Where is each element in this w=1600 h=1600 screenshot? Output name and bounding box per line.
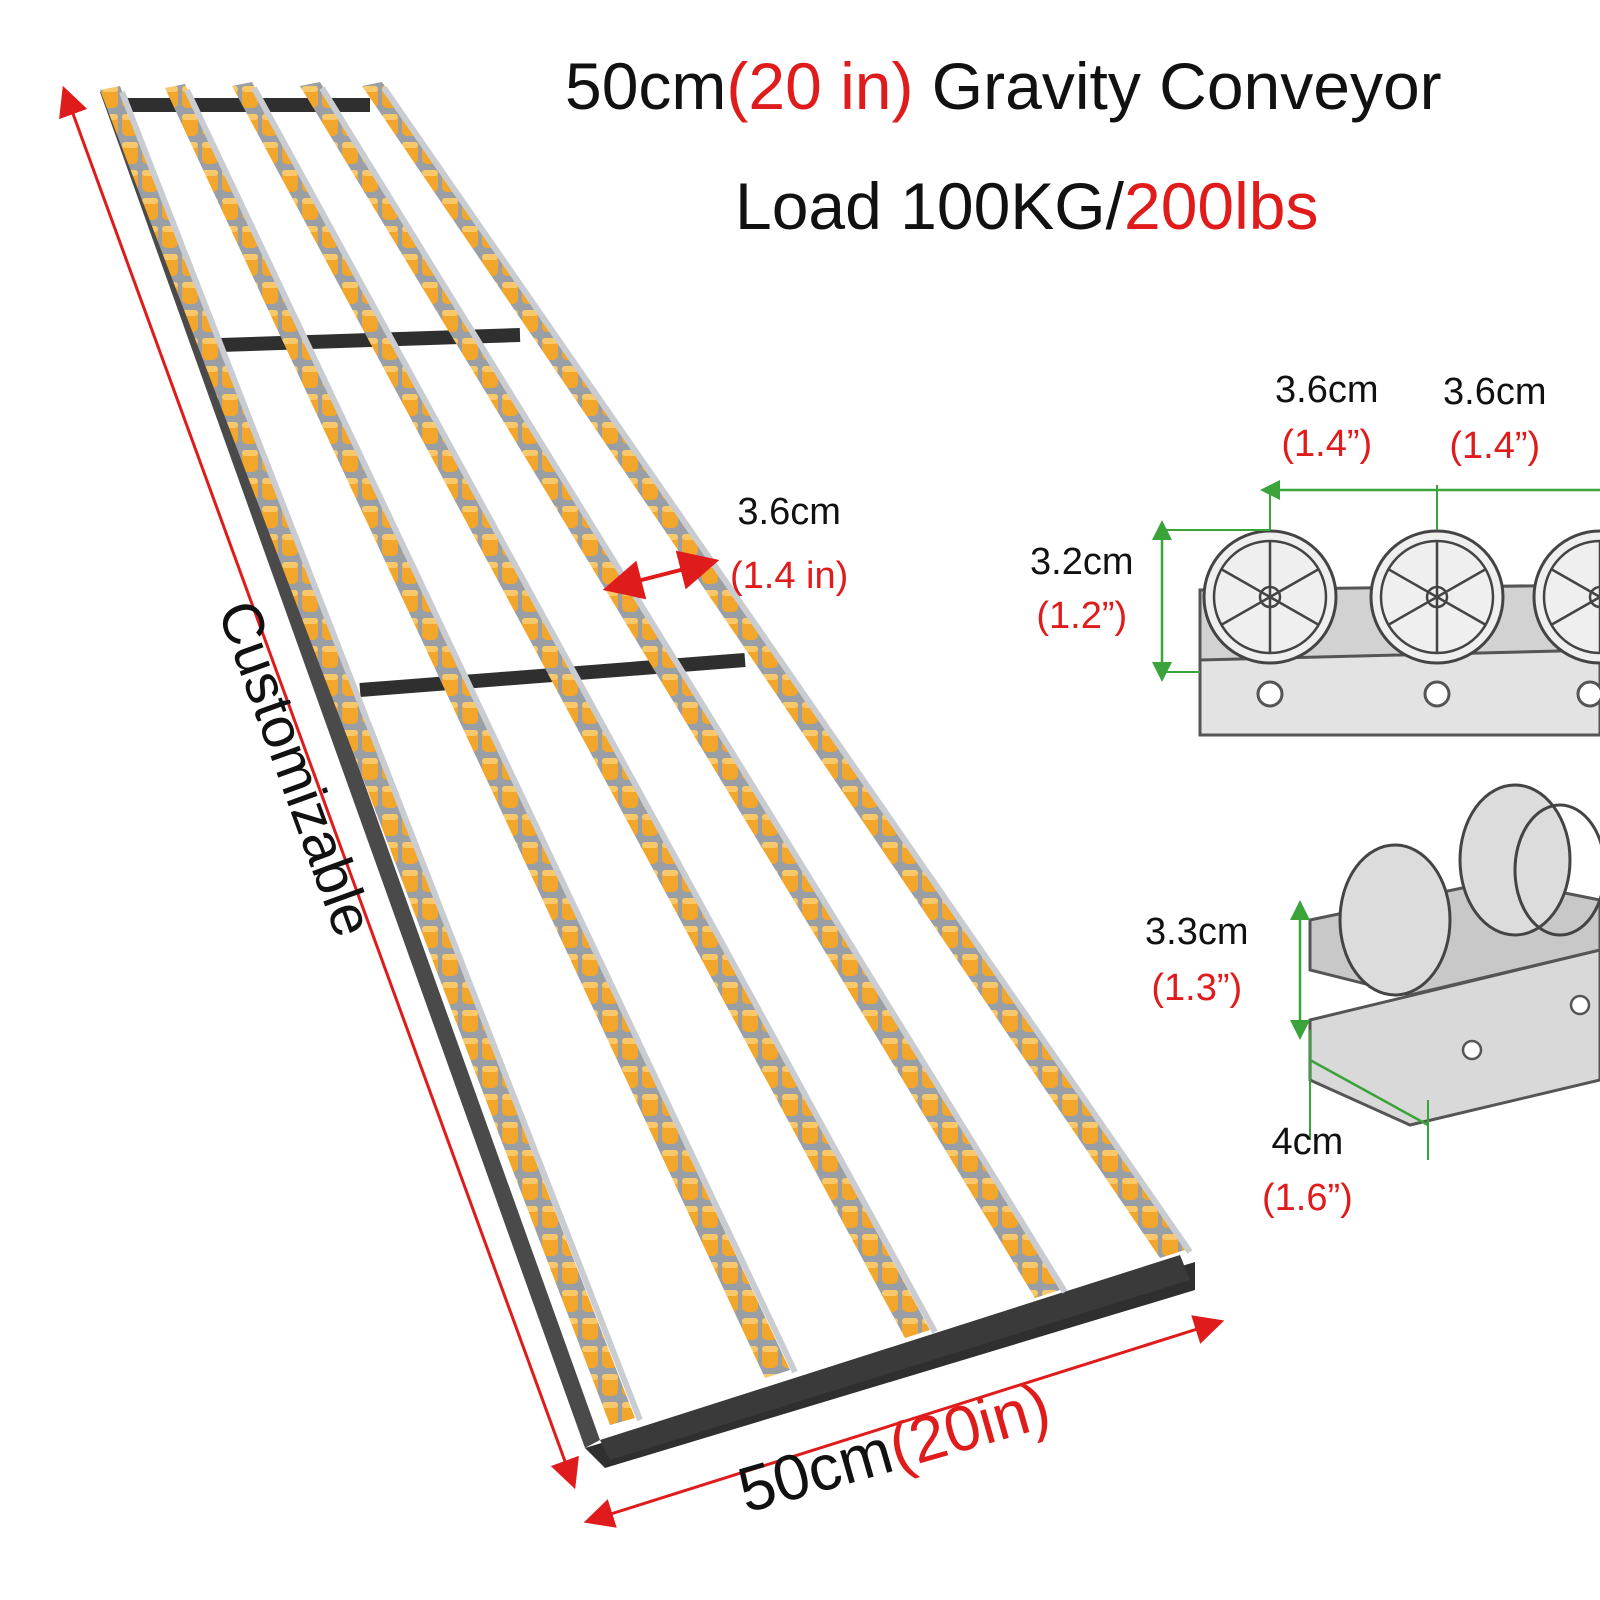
- roller-width-inch: (1.6”): [1262, 1177, 1353, 1219]
- pitch-1-inch: (1.4”): [1281, 423, 1373, 465]
- load-rating: Load 100KG/200lbs: [735, 168, 1318, 244]
- pitch-2-cm: 3.6cm: [1443, 371, 1547, 413]
- wheel-height-cm: 3.2cm: [1030, 541, 1134, 583]
- wheel-height-inch: (1.2”): [1036, 595, 1128, 637]
- roller-3d-view: [1290, 783, 1600, 1160]
- spacing-dimension-line: [602, 550, 720, 600]
- wheel-side-view: [1152, 480, 1600, 737]
- roller-height-label: 3.3cm (1.3”): [1145, 910, 1248, 1010]
- roller-height-cm: 3.3cm: [1145, 911, 1249, 953]
- title-suffix: Gravity Conveyor: [913, 49, 1442, 123]
- track-spacing-cm: 3.6cm: [737, 491, 841, 533]
- load-lbs: 200lbs: [1123, 169, 1319, 243]
- width-dimension-line: [583, 1315, 1225, 1528]
- roller-width-label: 4cm (1.6”): [1262, 1120, 1353, 1220]
- rail-1: [100, 86, 635, 1425]
- track-spacing-label: 3.6cm (1.4 in): [730, 490, 848, 598]
- pitch-2-label: 3.6cm (1.4”): [1443, 370, 1546, 468]
- track-spacing-inch: (1.4 in): [730, 555, 849, 597]
- title-inch: (20 in): [726, 49, 914, 123]
- length-dimension-line: [59, 85, 579, 1490]
- pitch-2-inch: (1.4”): [1449, 425, 1541, 467]
- pitch-1-label: 3.6cm (1.4”): [1275, 368, 1378, 466]
- pitch-1-cm: 3.6cm: [1275, 369, 1379, 411]
- roller-width-cm: 4cm: [1271, 1121, 1344, 1163]
- page-title: 50cm(20 in) Gravity Conveyor: [565, 48, 1442, 124]
- load-kg: Load 100KG/: [735, 169, 1124, 243]
- title-cm: 50cm: [565, 49, 727, 123]
- wheel-height-label: 3.2cm (1.2”): [1030, 540, 1133, 638]
- roller-height-inch: (1.3”): [1151, 967, 1243, 1009]
